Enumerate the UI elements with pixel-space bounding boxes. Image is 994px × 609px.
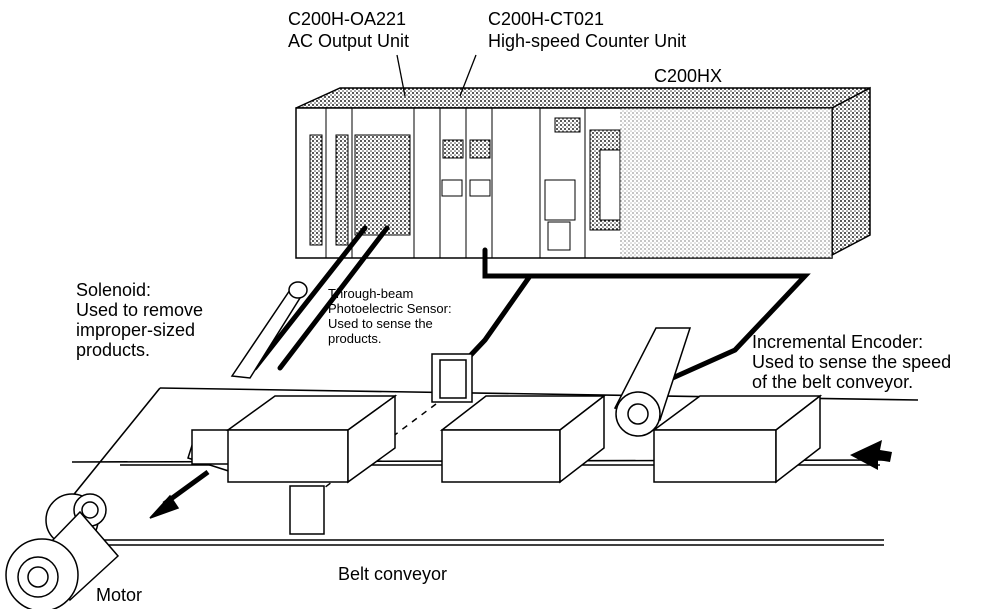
solenoid-line-2: Used to remove — [76, 300, 203, 320]
products — [225, 394, 823, 484]
label-output-unit: C200H-OA221 AC Output Unit — [288, 9, 409, 51]
output-unit-model: C200H-OA221 — [288, 9, 406, 29]
motor-label: Motor — [96, 585, 142, 605]
solenoid-line-1: Solenoid: — [76, 280, 151, 300]
belt-conveyor-label: Belt conveyor — [338, 564, 447, 584]
output-unit-terminal-block — [354, 134, 411, 236]
encoder-line-2: Used to sense the speed — [752, 352, 951, 372]
solenoid-line-4: products. — [76, 340, 150, 360]
photo-sensor-line-4: products. — [328, 331, 381, 346]
photoelectric-sensor — [289, 353, 473, 535]
encoder-line-3: of the belt conveyor. — [752, 372, 913, 392]
counter-unit-model: C200H-CT021 — [488, 9, 604, 29]
incremental-encoder — [613, 327, 692, 437]
plc-label: C200HX — [654, 66, 722, 86]
encoder-line-1: Incremental Encoder: — [752, 332, 923, 352]
label-photo-sensor: Through-beam Photoelectric Sensor: Used … — [328, 286, 452, 346]
cables — [252, 225, 811, 383]
counter-unit-name: High-speed Counter Unit — [488, 31, 686, 51]
output-unit-name: AC Output Unit — [288, 31, 409, 51]
photo-sensor-line-1: Through-beam — [328, 286, 413, 301]
solenoid-line-3: improper-sized — [76, 320, 195, 340]
photo-sensor-line-2: Photoelectric Sensor: — [328, 301, 452, 316]
motor — [5, 493, 120, 609]
label-counter-unit: C200H-CT021 High-speed Counter Unit — [488, 9, 686, 51]
label-solenoid: Solenoid: Used to remove improper-sized … — [76, 280, 203, 360]
label-encoder: Incremental Encoder: Used to sense the s… — [752, 332, 951, 392]
photo-sensor-line-3: Used to sense the — [328, 316, 433, 331]
direction-arrow-icon — [850, 440, 892, 470]
